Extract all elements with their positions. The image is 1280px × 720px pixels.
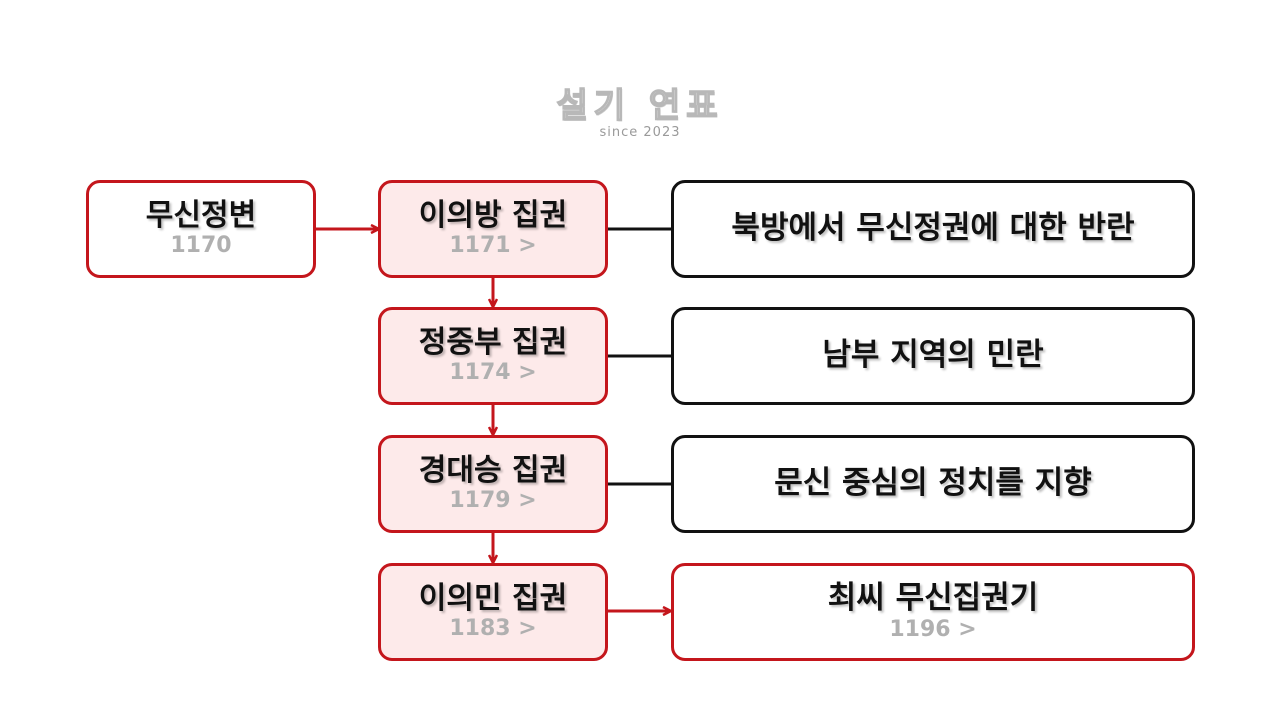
era-title: 이의방 집권 [418,197,568,233]
era-box[interactable]: 경대승 집권 1179 > [378,435,608,533]
era-title: 정중부 집권 [418,324,568,360]
event-text: 북방에서 무신정권에 대한 반란 [731,210,1135,247]
start-year: 1170 [170,233,232,259]
era-box[interactable]: 정중부 집권 1174 > [378,307,608,405]
event-box[interactable]: 최씨 무신집권기 1196 > [671,563,1195,661]
logo-title: 설기 연표 [556,85,724,127]
logo-subtitle: since 2023 [599,125,681,140]
era-box[interactable]: 이의민 집권 1183 > [378,563,608,661]
event-box: 북방에서 무신정권에 대한 반란 [671,180,1195,278]
era-year: 1174 > [449,360,537,386]
era-year: 1183 > [449,616,537,642]
start-box: 무신정변 1170 [86,180,316,278]
event-text: 문신 중심의 정치를 지향 [774,465,1092,502]
event-year: 1196 > [889,616,977,642]
logo: 설기 연표 since 2023 [540,78,740,140]
event-box: 문신 중심의 정치를 지향 [671,435,1195,533]
era-year: 1171 > [449,233,537,259]
era-box[interactable]: 이의방 집권 1171 > [378,180,608,278]
event-text: 남부 지역의 민란 [822,337,1044,374]
event-text: 최씨 무신집권기 [827,579,1039,616]
start-title: 무신정변 [145,197,257,233]
era-title: 이의민 집권 [418,580,568,616]
era-title: 경대승 집권 [418,452,568,488]
era-year: 1179 > [449,488,537,514]
event-box: 남부 지역의 민란 [671,307,1195,405]
